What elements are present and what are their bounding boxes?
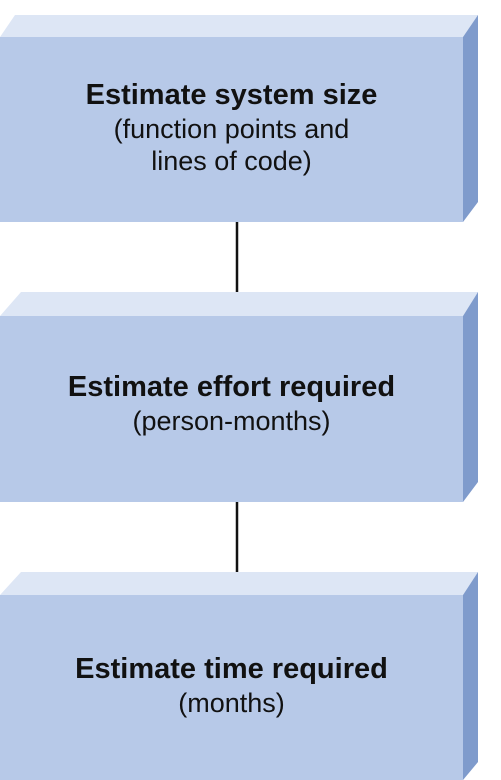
step-title: Estimate effort required [67, 371, 396, 403]
step-subtitle-line: (person-months) [132, 405, 331, 436]
box-top-face [0, 292, 478, 316]
step-title: Estimate system size [85, 79, 378, 111]
step-subtitle-line: lines of code) [151, 146, 312, 177]
box-side-face [463, 292, 478, 502]
step-box-time [0, 572, 478, 780]
box-top-face [0, 572, 478, 595]
box-side-face [463, 572, 478, 780]
step-box-effort [0, 292, 478, 502]
box-front-face [0, 316, 463, 502]
step-box-system-size [0, 15, 478, 222]
box-side-face [463, 15, 478, 222]
step-subtitle-line: (months) [178, 687, 285, 718]
box-top-face [0, 15, 478, 37]
box-front-face [0, 37, 463, 222]
step-title: Estimate time required [75, 653, 388, 685]
step-label-system-size: Estimate system size (function points an… [0, 78, 463, 178]
box-front-face [0, 595, 463, 780]
step-label-effort: Estimate effort required (person-months) [0, 370, 463, 437]
step-label-time: Estimate time required (months) [0, 652, 463, 719]
step-subtitle-line: (function points and [113, 113, 350, 144]
